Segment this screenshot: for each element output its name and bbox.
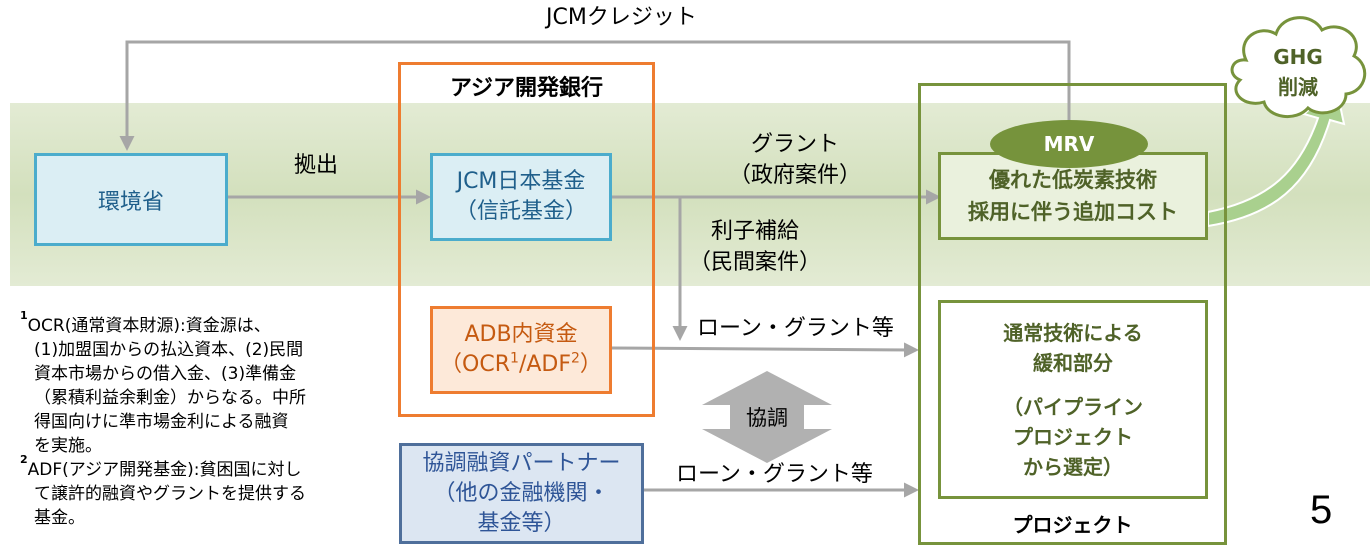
footnote-1-body: (1)加盟国からの払込資本、(2)民間 資本市場からの借入金、(3)準備金 （累… [20, 338, 380, 458]
mitigation-line1: 通常技術による [1003, 320, 1143, 345]
cofinance-line2: （他の金融機関・ [433, 480, 610, 506]
interest-subsidy-label: 利子補給 （民間案件） [680, 216, 830, 278]
ghg-reduction-label: GHG 削減 [1248, 42, 1348, 102]
cofinance-line1: 協調融資パートナー [422, 450, 621, 476]
project-label: プロジェクト [1012, 513, 1133, 537]
footnote-2: 2 ADF(アジア開発基金):貧困国に対し [20, 453, 380, 482]
footnote-1-line: を実施。 [34, 436, 102, 456]
adb-frame [398, 62, 655, 417]
mitigation-line2: 緩和部分 [1033, 350, 1113, 375]
ministry-label: 環境省 [97, 189, 164, 215]
jcm-fund-line1: JCM日本基金 [456, 169, 586, 194]
footnote-1-text: OCR(通常資本財源):資金源は、 [28, 314, 271, 338]
interest-arrow [660, 195, 688, 341]
footnote-2-body: て譲許的融資やグラントを提供する 基金。 [20, 482, 380, 530]
jcm-credit-label: JCMクレジット [546, 5, 697, 30]
footnote-2-mark: 2 [20, 453, 28, 466]
mitigation-line5: から選定） [1023, 454, 1123, 479]
footnote-1-line: （累積利益余剰金）からなる。中所 [34, 388, 306, 408]
ghg-cloud [1230, 16, 1367, 118]
grant-label-line1: グラント [750, 132, 839, 157]
loan-grant-label-2: ローン・グラント等 [676, 462, 873, 487]
adb-internal-funds-box: ADB内資金 （OCR1/ADF2） [430, 306, 612, 394]
ministry-of-environment-box: 環境省 [34, 153, 228, 246]
cofinance-line3: 基金等） [477, 510, 566, 536]
additional-cost-line1: 優れた低炭素技術 [989, 168, 1157, 192]
mrv-label: MRV [1043, 132, 1095, 156]
mitigation-line3: （パイプライン [1003, 394, 1143, 419]
footnote-2-line: ADF(アジア開発基金):貧困国に対し [27, 460, 302, 480]
jcm-fund-line2: （信託基金） [454, 199, 587, 224]
jcm-fund-box: JCM日本基金 （信託基金） [430, 153, 612, 241]
additional-cost-line2: 採用に伴う追加コスト [968, 200, 1178, 224]
grant-label-line2: （政府案件） [728, 163, 861, 188]
loan-grant-label-1: ローン・グラント等 [697, 316, 894, 341]
interest-label-line1: 利子補給 [710, 219, 799, 244]
adb-title: アジア開発銀行 [449, 76, 604, 101]
cooperation-label: 協調 [746, 406, 788, 430]
footnote-1-line: OCR(通常資本財源):資金源は、 [27, 316, 271, 336]
mitigation-box: 通常技術による 緩和部分 （パイプライン プロジェクト から選定） [938, 300, 1208, 499]
cofinance-partner-box: 協調融資パートナー （他の金融機関・ 基金等） [399, 443, 644, 544]
adb-funds-line1: ADB内資金 [464, 322, 578, 347]
footnote-2-line: て譲許的融資やグラントを提供する [34, 484, 306, 504]
footnote-1-line: (1)加盟国からの払込資本、(2)民間 [34, 340, 304, 360]
footnote-1: 1 OCR(通常資本財源):資金源は、 [20, 309, 380, 338]
footnote-1-mark: 1 [20, 309, 28, 322]
adb-funds-line2: （OCR1/ADF2） [440, 350, 602, 377]
cooperation-double-arrow [702, 371, 832, 463]
footnote-2-line: 基金。 [34, 508, 85, 528]
contribution-label: 拠出 [294, 153, 339, 178]
grant-label: グラント （政府案件） [720, 129, 870, 191]
project-frame [918, 83, 1227, 545]
additional-cost-box: 優れた低炭素技術 採用に伴う追加コスト [938, 152, 1208, 240]
footnotes: 1 OCR(通常資本財源):資金源は、 (1)加盟国からの払込資本、(2)民間 … [20, 309, 380, 530]
ghg-label-line1: GHG [1273, 45, 1323, 69]
credit-arrow [119, 40, 1071, 151]
footnote-1-line: 資本市場からの借入金、(3)準備金 [34, 364, 297, 384]
loan-arrow-1 [611, 342, 919, 358]
interest-label-line2: （民間案件） [688, 250, 821, 275]
mrv-badge: MRV [990, 120, 1148, 168]
mitigation-line4: プロジェクト [1013, 424, 1133, 449]
ghg-label-line2: 削減 [1278, 75, 1318, 99]
footnote-1-line: 得国向けに準市場金利による融資 [34, 412, 289, 432]
page-number: 5 [1310, 488, 1333, 532]
